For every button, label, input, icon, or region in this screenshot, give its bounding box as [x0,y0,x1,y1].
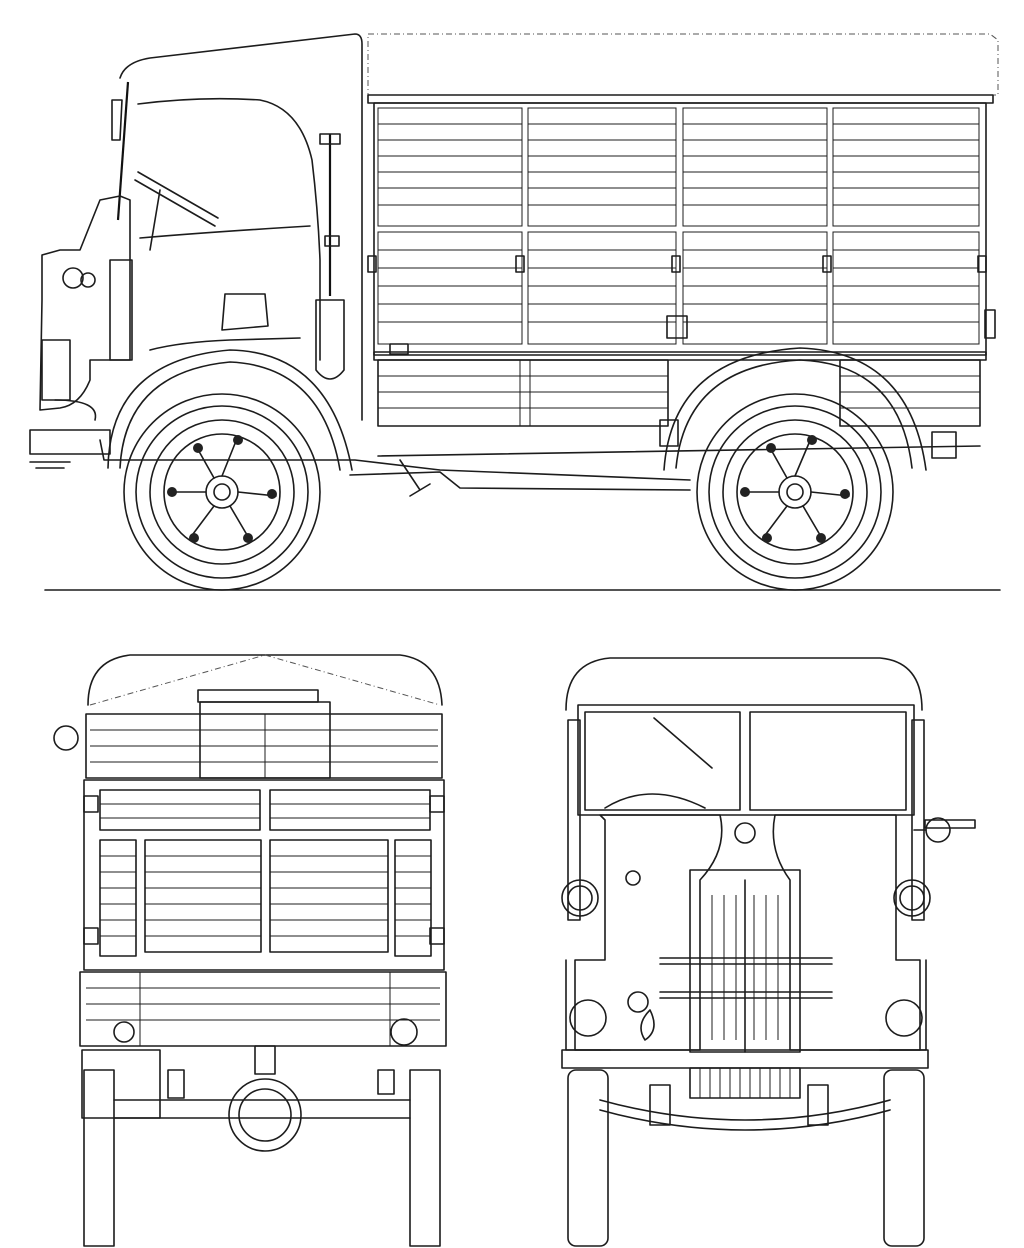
tilt-cover-outline [367,33,999,96]
cab-roof [119,33,363,421]
shovel [315,133,345,380]
cab [29,33,363,469]
front-fender [107,349,353,471]
rear-tilt-roof [87,654,443,706]
differential [228,1078,302,1152]
side-mirror [925,817,951,843]
left-fog-lamp [569,999,607,1037]
chassis [99,431,981,497]
rear-view [53,654,447,1247]
front-wheel [123,393,321,591]
windscreen-frame [577,704,915,816]
right-fog-lamp [885,999,923,1037]
rear-fender [663,347,927,471]
front-left-tyre [567,1069,609,1247]
front-right-tyre [883,1069,925,1247]
front-view [561,657,976,1247]
right-headlamp [893,879,931,917]
number-plate [81,1049,161,1119]
rear-marker-lamp [53,725,79,751]
front-cab-roof [565,657,923,711]
left-headlamp [561,879,599,917]
rear-wheel [696,393,894,591]
rear-reflector [390,1018,418,1046]
cargo-body [367,94,996,427]
side-view [29,33,1001,591]
